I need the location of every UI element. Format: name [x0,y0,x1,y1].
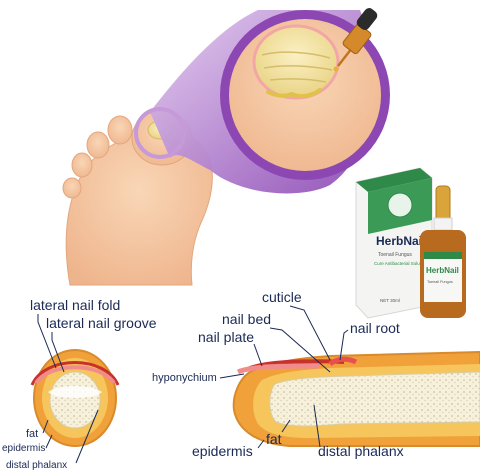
bottle-brand: HerbNail [426,266,459,275]
label-epidermis-left: epidermis [2,443,45,454]
magnifier-small-ring [134,107,186,159]
labels-longitudinal: cuticle nail bed nail plate nail root hy… [152,289,404,459]
label-lateral-nail-fold: lateral nail fold [30,297,120,313]
toe-2 [107,115,133,145]
label-nail-bed: nail bed [222,311,271,327]
product-bottle: HerbNail Toenail Fungus [420,185,466,318]
nail-ridges [261,51,333,83]
box-subline: Cure Antibacterial Solution [374,261,428,266]
label-cuticle: cuticle [262,289,302,305]
box-brand: HerbNail [376,234,425,248]
label-distal-phalanx-right: distal phalanx [318,443,404,459]
fungus-spots [266,88,322,99]
label-nail-plate: nail plate [198,329,254,345]
label-fat-right: fat [266,431,282,447]
box-volume: NET 30ml [380,298,400,303]
labels-cross-section: lateral nail fold lateral nail groove fa… [2,297,157,471]
nail-cross-section [30,349,120,447]
label-epidermis-right: epidermis [192,443,253,459]
label-distal-phalanx-left: distal phalanx [6,460,67,471]
bottle-tagline: Toenail Fungus [427,280,453,284]
toe-5 [62,177,82,199]
product-box: HerbNail Toenail Fungus Cure Antibacteri… [355,167,433,319]
dropper-icon [333,8,378,72]
toe-3 [86,131,110,159]
label-fat-left: fat [26,428,38,440]
box-tagline: Toenail Fungus [378,252,412,258]
toe-4 [71,152,93,178]
magnified-infected-nail [252,24,340,100]
label-nail-root: nail root [350,320,400,336]
label-lateral-nail-groove: lateral nail groove [46,315,157,331]
finger-longitudinal-section [232,350,480,447]
label-hyponychium: hyponychium [152,372,217,384]
